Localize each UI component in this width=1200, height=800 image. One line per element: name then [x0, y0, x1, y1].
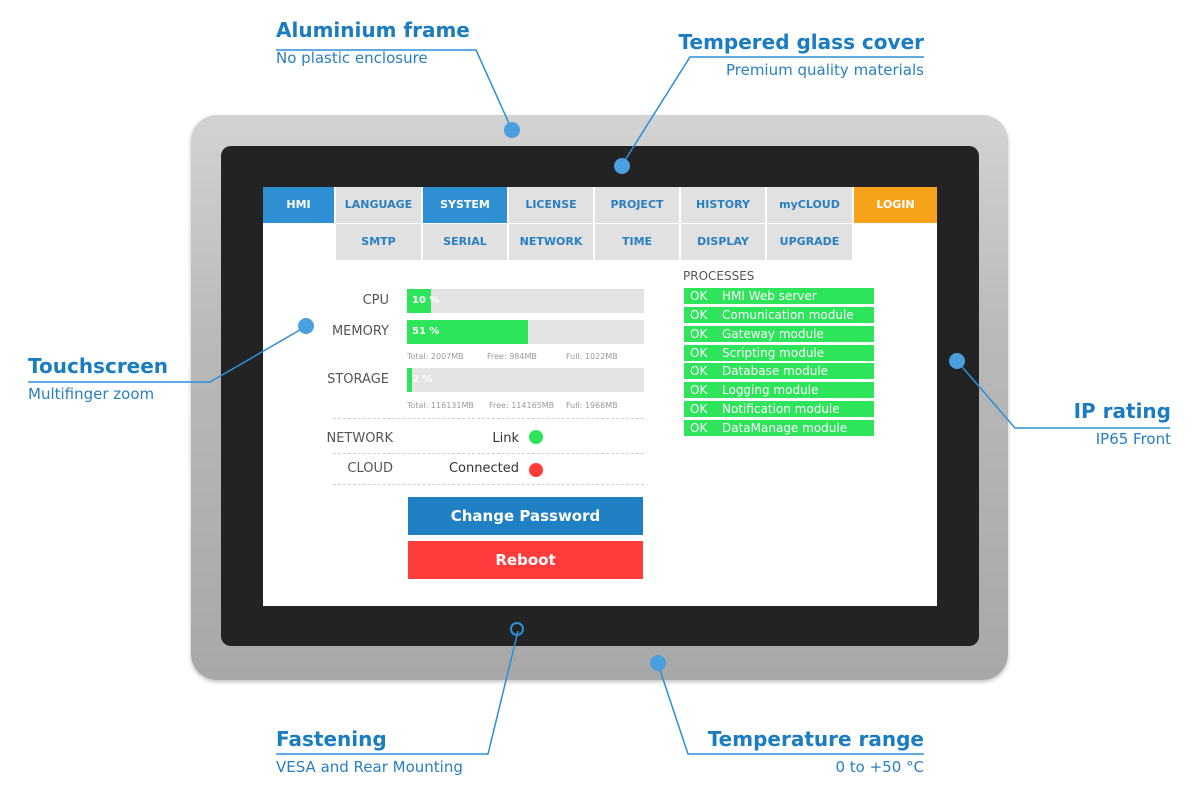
process-item: OK Comunication module [684, 307, 874, 323]
memory-total: Total: 2007MB [407, 352, 464, 361]
tab-display[interactable]: DISPLAY [681, 224, 767, 260]
cpu-label: CPU [362, 293, 389, 308]
process-status: OK [690, 421, 708, 435]
tab-system[interactable]: SYSTEM [423, 187, 509, 223]
process-item: OK Scripting module [684, 345, 874, 361]
callout-aluminium-frame: Aluminium frame No plastic enclosure [276, 18, 470, 68]
callout-subtitle: Multifinger zoom [28, 385, 155, 403]
divider [333, 418, 644, 419]
callout-tempered-glass: Tempered glass cover Premium quality mat… [679, 30, 924, 80]
tab-smtp[interactable]: SMTP [336, 224, 423, 260]
cpu-percent: 10 % [412, 295, 440, 306]
callout-subtitle: Premium quality materials [725, 61, 924, 79]
tab-language[interactable]: LANGUAGE [336, 187, 423, 223]
tab-hmi[interactable]: HMI [263, 187, 336, 223]
hmi-screen: HMI LANGUAGE SYSTEM LICENSE PROJECT HIST… [263, 187, 937, 606]
tab-login[interactable]: LOGIN [854, 187, 937, 223]
process-item: OK Gateway module [684, 326, 874, 342]
tab-license[interactable]: LICENSE [509, 187, 595, 223]
callout-subtitle: VESA and Rear Mounting [276, 758, 463, 776]
tab-time[interactable]: TIME [595, 224, 681, 260]
storage-label: STORAGE [327, 372, 389, 387]
process-name: Notification module [722, 402, 840, 416]
process-name: Database module [722, 364, 829, 378]
network-label: NETWORK [326, 431, 393, 446]
process-status: OK [690, 327, 708, 341]
network-status-dot [529, 430, 543, 444]
storage-free: Free: 114165MB [489, 401, 555, 410]
memory-bar: 51 % [407, 320, 644, 344]
storage-full: Full: 1966MB [566, 401, 618, 410]
network-status: Link [492, 431, 519, 446]
tab-mycloud[interactable]: myCLOUD [767, 187, 854, 223]
process-name: Gateway module [722, 327, 824, 341]
process-status: OK [690, 289, 708, 303]
process-name: DataManage module [722, 421, 848, 435]
memory-label: MEMORY [331, 324, 389, 339]
divider [333, 453, 644, 454]
cloud-label: CLOUD [347, 461, 393, 476]
callout-touchscreen: Touchscreen Multifinger zoom [28, 354, 168, 404]
tab-serial[interactable]: SERIAL [423, 224, 509, 260]
callout-subtitle: No plastic enclosure [276, 49, 428, 67]
process-name: HMI Web server [722, 289, 817, 303]
process-item: OK Notification module [684, 401, 874, 417]
callout-title: Tempered glass cover [678, 30, 924, 54]
callout-fastening: Fastening VESA and Rear Mounting [276, 727, 463, 777]
storage-bar-fill [407, 368, 412, 392]
callout-title: Aluminium frame [276, 18, 470, 42]
process-name: Logging module [722, 383, 819, 397]
memory-percent: 51 % [412, 326, 440, 337]
callout-ip-rating: IP rating IP65 Front [1074, 399, 1171, 449]
storage-percent: 2 % [412, 374, 433, 385]
process-status: OK [690, 402, 708, 416]
process-item: OK Logging module [684, 382, 874, 398]
process-status: OK [690, 346, 708, 360]
memory-bar-fill [407, 320, 528, 344]
process-item: OK Database module [684, 363, 874, 379]
process-status: OK [690, 383, 708, 397]
processes-title: PROCESSES [683, 269, 755, 283]
callout-title: Fastening [276, 727, 387, 751]
callout-title: Touchscreen [28, 354, 169, 378]
change-password-button[interactable]: Change Password [408, 497, 643, 535]
divider [333, 484, 644, 485]
cpu-bar-fill [407, 289, 431, 313]
process-item: OK DataManage module [684, 420, 874, 436]
cloud-status-dot [529, 463, 543, 477]
process-name: Scripting module [722, 346, 825, 360]
callout-subtitle: IP65 Front [1095, 430, 1171, 448]
callout-subtitle: 0 to +50 °C [835, 758, 924, 776]
callout-title: IP rating [1073, 399, 1171, 423]
storage-total: Total: 116131MB [407, 401, 474, 410]
callout-title: Temperature range [707, 727, 924, 751]
process-name: Comunication module [722, 308, 854, 322]
process-item: OK HMI Web server [684, 288, 874, 304]
tab-network[interactable]: NETWORK [509, 224, 595, 260]
memory-full: Full: 1022MB [566, 352, 618, 361]
callout-temperature-range: Temperature range 0 to +50 °C [708, 727, 924, 777]
fastening-point-icon [510, 622, 524, 636]
cloud-status: Connected [448, 461, 519, 476]
tab-history[interactable]: HISTORY [681, 187, 767, 223]
reboot-button[interactable]: Reboot [408, 541, 643, 579]
cpu-bar: 10 % [407, 289, 644, 313]
process-status: OK [690, 308, 708, 322]
memory-free: Free: 984MB [487, 352, 537, 361]
process-status: OK [690, 364, 708, 378]
storage-bar: 2 % [407, 368, 644, 392]
tab-upgrade[interactable]: UPGRADE [767, 224, 854, 260]
tab-project[interactable]: PROJECT [595, 187, 681, 223]
